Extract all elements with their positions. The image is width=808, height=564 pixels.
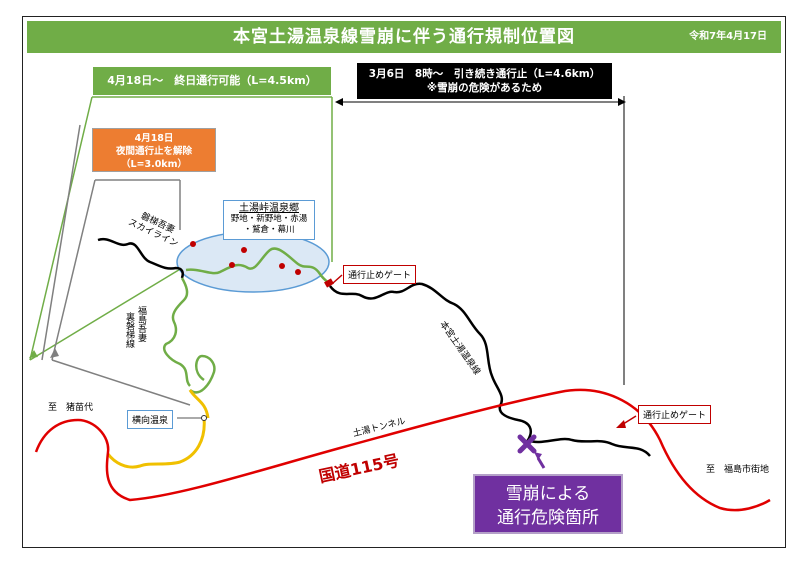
onsen-open-road [185, 247, 331, 285]
gate-west-label: 通行止めゲート [343, 265, 417, 284]
yokomuki-road-yellow-upper [188, 389, 210, 419]
to-inawashiro-label: 至 猪苗代 [48, 403, 94, 413]
danger-callout-line2: 通行危険箇所 [497, 508, 599, 528]
danger-x-icon [517, 434, 537, 454]
to-fukushima-label: 至 福島市街地 [706, 465, 770, 475]
onsen-area-ellipse [176, 231, 330, 293]
closure-arrow-left [335, 98, 343, 106]
closure-banner-line1: 3月6日 8時～ 引き続き通行止（L=4.6km） [368, 68, 601, 80]
yokomuki-onsen-label: 横向温泉 [127, 410, 174, 429]
yokomuki-road-yellow [106, 417, 206, 469]
gate-west-leader [332, 274, 343, 284]
fukushima-line-road-green [163, 277, 191, 387]
night-section-arrowhead [50, 348, 59, 358]
issue-date: 令和7年4月17日 [689, 31, 767, 42]
onsen-area-label: 土湯峠温泉郷 野地・新野地・赤湯 ・鷲倉・幕川 [223, 200, 315, 240]
danger-arrow-head [534, 452, 542, 460]
night-section-bracket [41, 124, 191, 406]
danger-spot-callout: 雪崩による 通行危険箇所 [473, 474, 623, 534]
closure-arrow-right [618, 98, 626, 106]
page-title: 本宮土湯温泉線雪崩に伴う通行規制位置図 [233, 27, 575, 47]
onsen-area-line1: 野地・新野地・赤湯 [230, 214, 308, 224]
route-115-road [34, 388, 771, 512]
bandai-skyline-road [97, 237, 184, 279]
open-section-arrowhead [29, 350, 38, 358]
night-banner-line2: 夜間通行止を解除 [115, 146, 192, 157]
closure-banner-line2: ※雪崩の危険があるため [426, 82, 543, 94]
night-banner-line3: （L=3.0km） [120, 159, 188, 170]
fukushima-line-label-1: 福島吾妻 [136, 306, 146, 342]
onsen-area-line2: ・鷲倉・幕川 [243, 225, 295, 235]
danger-arrow-line [536, 457, 546, 469]
gate-west-marker [324, 278, 334, 288]
closure-banner: 3月6日 8時～ 引き続き通行止（L=4.6km） ※雪崩の危険があるため [357, 63, 612, 99]
night-closure-lifted-banner: 4月18日 夜間通行止を解除 （L=3.0km） [92, 128, 216, 172]
night-banner-line1: 4月18日 [134, 133, 174, 144]
fukushima-line-label-2: 裏磐梯線 [124, 312, 134, 348]
yokomuki-point [201, 415, 207, 421]
danger-callout-line1: 雪崩による [505, 484, 591, 504]
gate-east-label: 通行止めゲート [638, 405, 712, 424]
motomiya-tsuchiyu-road [328, 282, 651, 457]
closure-range-arrow [337, 96, 625, 385]
onsen-area-name: 土湯峠温泉郷 [239, 203, 299, 214]
onsen-icons [190, 241, 301, 275]
gate-east-marker [616, 420, 626, 428]
title-bar: 本宮土湯温泉線雪崩に伴う通行規制位置図 令和7年4月17日 [27, 21, 781, 53]
map-frame [22, 16, 786, 548]
fukushima-line-loop [189, 354, 216, 394]
open-all-day-banner: 4月18日～ 終日通行可能（L=4.5km） [93, 67, 331, 95]
